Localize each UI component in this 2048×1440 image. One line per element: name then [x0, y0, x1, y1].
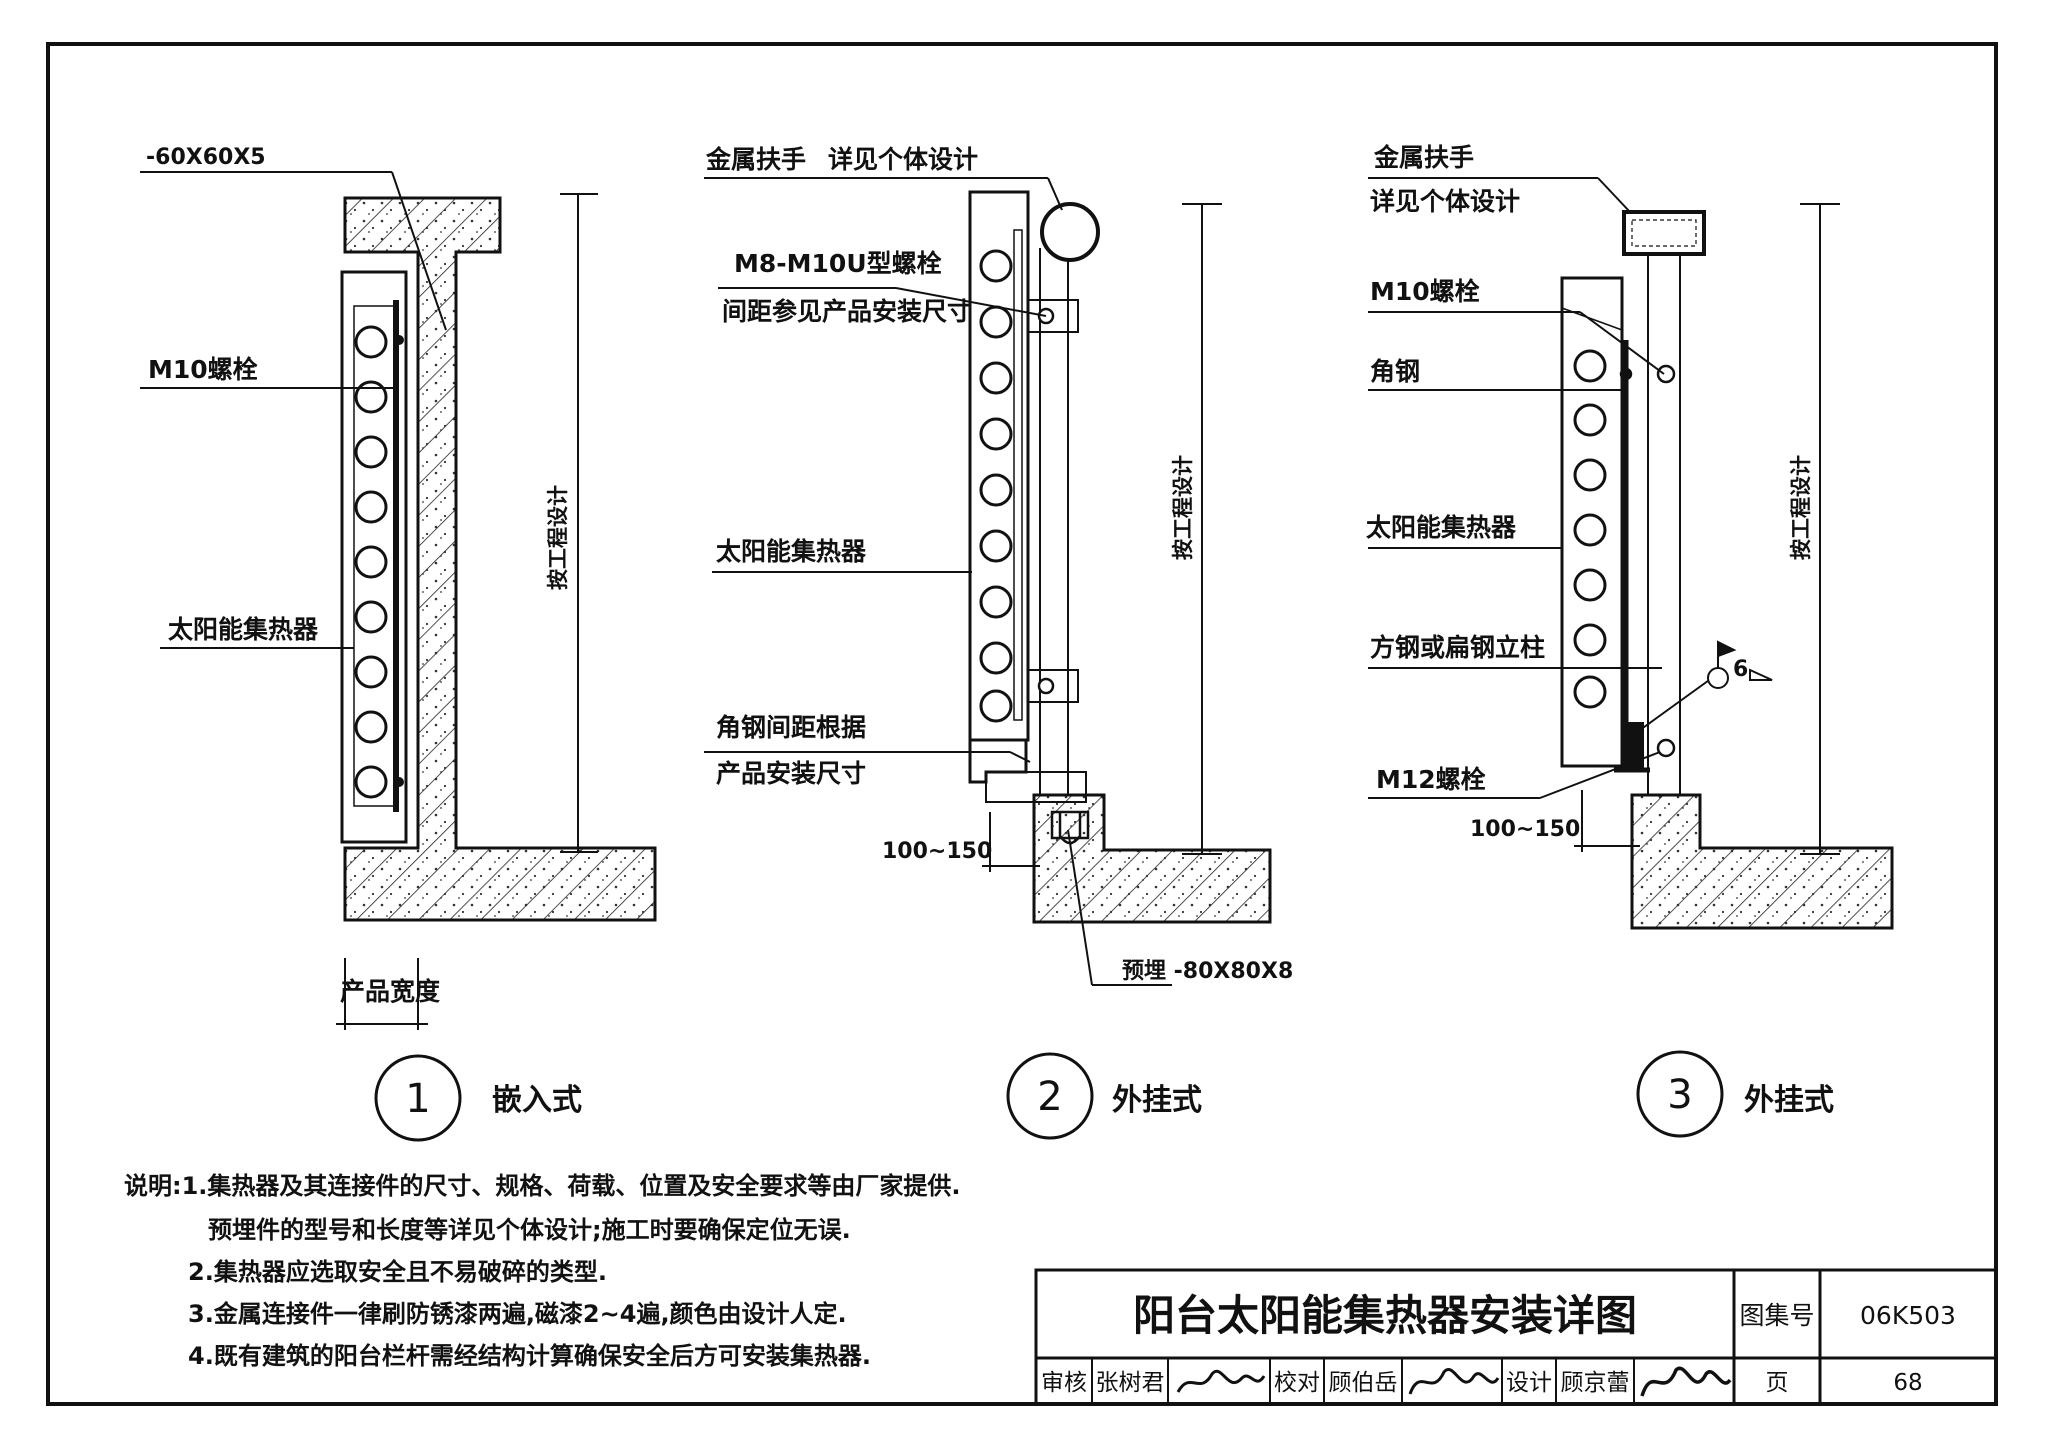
detail-1-collector-label: 太阳能集热器 — [168, 615, 319, 644]
detail-2-embedded-label: 预埋 -80X80X8 — [1122, 959, 1293, 984]
detail-3-handrail — [1622, 210, 1706, 256]
drawing-title: 阳台太阳能集热器安装详图 — [1133, 1291, 1637, 1340]
detail-2: 金属扶手 详见个体设计 M8-M10U型螺栓 间距参见产品安装尺寸 太阳能集热器… — [704, 145, 1293, 1140]
detail-1-concrete-section — [343, 196, 657, 922]
detail-1-height-dimension — [560, 193, 598, 853]
detail-1-height-label: 按工程设计 — [546, 485, 570, 590]
detail-2-concrete-section — [1032, 793, 1272, 924]
atlas-number-label: 图集号 — [1739, 1301, 1814, 1330]
designer-signature — [1640, 1366, 1732, 1397]
detail-3-height-dimension — [1800, 203, 1840, 855]
detail-3-concrete-section — [1630, 793, 1894, 930]
detail-1-tubes — [354, 325, 388, 799]
note-line: 2.集热器应选取安全且不易破碎的类型. — [188, 1258, 607, 1286]
detail-2-offset-dimension — [982, 812, 1040, 872]
detail-1-width-dimension — [336, 958, 428, 1030]
notes: 说明:1.集热器及其连接件的尺寸、规格、荷载、位置及安全要求等由厂家提供. 预埋… — [124, 1172, 961, 1370]
detail-3-number: 3 — [1667, 1072, 1692, 1118]
detail-2-u-bolt-label: M8-M10U型螺栓 — [734, 249, 942, 278]
detail-2-angle-spacing-label: 角钢间距根据 — [716, 713, 866, 742]
detail-1-bolt-label: M10螺栓 — [148, 355, 258, 384]
detail-1-steel-plate-label: -60X60X5 — [146, 145, 266, 170]
detail-1: -60X60X5 M10螺栓 太阳能集热器 按工程设计 产品宽度 1 嵌入式 — [140, 145, 657, 1142]
detail-1-bolts — [394, 335, 404, 787]
detail-3-name: 外挂式 — [1744, 1083, 1834, 1118]
detail-1-name: 嵌入式 — [492, 1083, 582, 1118]
check-label: 校对 — [1274, 1370, 1320, 1396]
detail-3-height-label: 按工程设计 — [1789, 455, 1813, 560]
detail-1-number: 1 — [405, 1076, 430, 1122]
detail-2-offset-label: 100~150 — [882, 839, 992, 864]
detail-3-post-label: 方钢或扁钢立柱 — [1370, 633, 1545, 662]
detail-3-weld-symbol — [1707, 640, 1773, 689]
detail-2-tubes — [979, 249, 1013, 723]
detail-2-leaders — [704, 177, 1172, 986]
checker-name: 顾伯岳 — [1329, 1370, 1398, 1396]
detail-2-u-bolt-note: 间距参见产品安装尺寸 — [722, 297, 972, 326]
detail-1-number-circle — [374, 1054, 462, 1142]
detail-3-weld-size: 6 — [1733, 657, 1748, 682]
designer-name: 顾京蕾 — [1561, 1370, 1630, 1396]
design-label: 设计 — [1506, 1370, 1552, 1396]
reviewer-signature — [1176, 1370, 1266, 1393]
detail-2-number: 2 — [1037, 1074, 1062, 1120]
detail-2-angle-spacing-note: 产品安装尺寸 — [716, 759, 866, 788]
detail-2-handrail-note: 详见个体设计 — [828, 145, 978, 174]
detail-3-offset-dimension — [1574, 790, 1640, 852]
detail-3-number-circle — [1636, 1050, 1724, 1138]
review-label: 审核 — [1041, 1370, 1087, 1396]
detail-2-height-label: 按工程设计 — [1171, 455, 1195, 560]
note-line: 4.既有建筑的阳台栏杆需经结构计算确保安全后方可安装集热器. — [188, 1342, 871, 1370]
detail-2-name: 外挂式 — [1112, 1083, 1202, 1118]
atlas-number: 06K503 — [1860, 1301, 1956, 1330]
detail-2-u-bolts — [1037, 307, 1055, 695]
detail-3-bolt-lower-label: M12螺栓 — [1376, 765, 1486, 794]
detail-3-tubes — [1573, 349, 1607, 709]
detail-3-handrail-label: 金属扶手 — [1373, 143, 1474, 172]
title-block: 阳台太阳能集热器安装详图 图集号 06K503 页 68 审核 张树君 校对 顾… — [1034, 1268, 1998, 1406]
reviewer-name: 张树君 — [1096, 1370, 1165, 1396]
note-line: 预埋件的型号和长度等详见个体设计;施工时要确保定位无误. — [208, 1216, 851, 1244]
detail-3-leaders — [1368, 177, 1713, 799]
detail-2-collector — [968, 190, 1030, 784]
detail-2-handrail-label: 金属扶手 — [705, 145, 806, 174]
detail-3: 金属扶手 详见个体设计 M10螺栓 角钢 太阳能集热器 方钢或扁钢立柱 6 M1… — [1366, 143, 1894, 1138]
detail-1-width-label: 产品宽度 — [340, 977, 440, 1006]
detail-2-collector-label: 太阳能集热器 — [716, 537, 867, 566]
detail-2-height-dimension — [1182, 203, 1222, 855]
detail-3-handrail-note: 详见个体设计 — [1370, 187, 1520, 216]
sheet-border — [46, 42, 1998, 1406]
detail-3-bolts — [1619, 364, 1676, 758]
detail-3-angle-steel-label: 角钢 — [1370, 357, 1420, 386]
checker-signature — [1408, 1368, 1500, 1395]
note-line: 说明:1.集热器及其连接件的尺寸、规格、荷载、位置及安全要求等由厂家提供. — [124, 1172, 961, 1200]
detail-3-collector-label: 太阳能集热器 — [1366, 513, 1517, 542]
detail-1-leaders — [140, 171, 447, 649]
detail-2-number-circle — [1006, 1052, 1094, 1140]
note-line: 3.金属连接件一律刷防锈漆两遍,磁漆2~4遍,颜色由设计人定. — [188, 1300, 847, 1328]
detail-3-offset-label: 100~150 — [1470, 817, 1580, 842]
page-number: 68 — [1893, 1370, 1922, 1396]
detail-2-handrail — [1040, 202, 1100, 262]
detail-3-bolt-label: M10螺栓 — [1370, 277, 1480, 306]
page-label: 页 — [1766, 1370, 1789, 1396]
detail-3-post — [1647, 250, 1681, 795]
